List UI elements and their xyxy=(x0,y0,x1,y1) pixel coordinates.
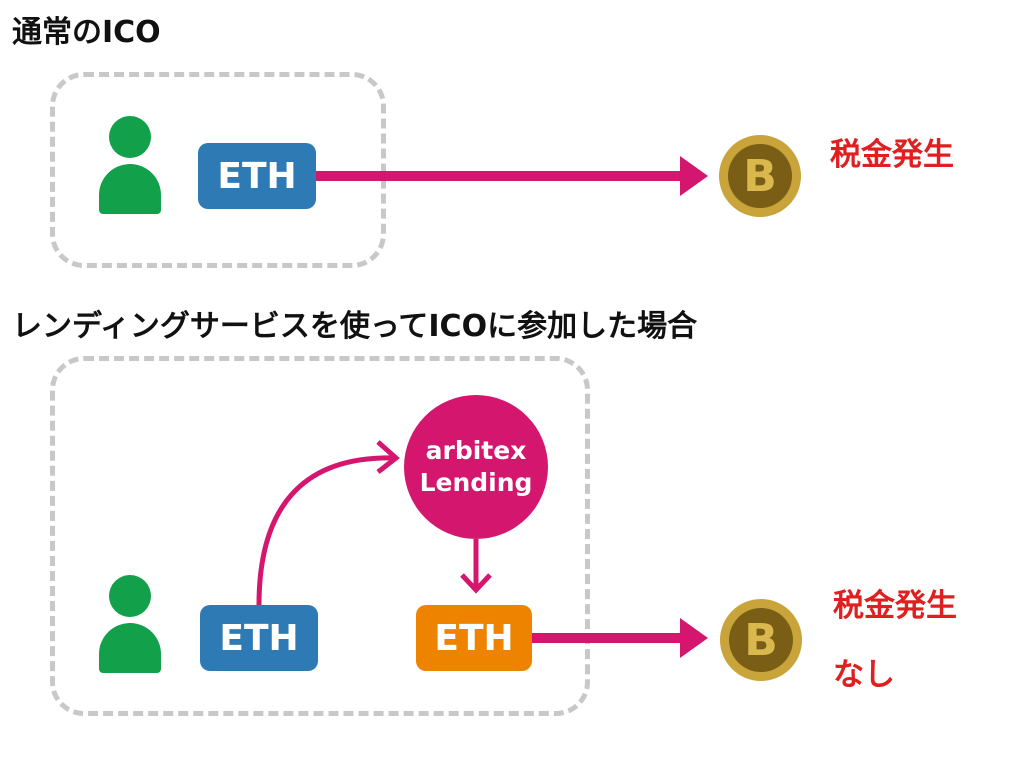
lending-ico-group-box xyxy=(50,356,590,716)
arrow-head-to-lending xyxy=(376,440,400,474)
normal-ico-group-box xyxy=(50,72,386,268)
arrow-curve-eth-to-lending xyxy=(256,455,397,606)
lending-name-line-2: Lending xyxy=(419,468,533,497)
section-title-lending-ico: レンディングサービスを使ってICOに参加した場合 xyxy=(12,309,698,344)
eth-token-blue: ETH xyxy=(198,143,316,209)
person-icon xyxy=(98,575,162,673)
tax-occurs-label: 税金発生 xyxy=(830,137,954,173)
arrow-head-down-to-eth xyxy=(460,573,492,594)
person-body xyxy=(99,164,161,214)
coin-symbol: B xyxy=(728,144,792,208)
eth-token-orange: ETH xyxy=(416,605,532,671)
person-body xyxy=(99,623,161,673)
bitcoin-coin-icon: B xyxy=(719,135,801,217)
eth-token-blue: ETH xyxy=(200,605,318,671)
coin-symbol: B xyxy=(729,608,793,672)
tax-occurs-label: 税金発生 xyxy=(833,588,957,624)
section-title-normal-ico: 通常のICO xyxy=(12,15,161,50)
person-head xyxy=(109,116,151,158)
arrow-right-icon xyxy=(680,156,708,196)
lending-name-line-1: arbitex xyxy=(425,436,527,465)
bitcoin-coin-icon: B xyxy=(720,599,802,681)
tax-none-label: なし xyxy=(833,657,895,693)
arrow-right-icon xyxy=(680,618,708,658)
person-head xyxy=(109,575,151,617)
arbitex-lending-circle: arbitex Lending xyxy=(404,395,548,539)
person-icon xyxy=(98,116,162,214)
